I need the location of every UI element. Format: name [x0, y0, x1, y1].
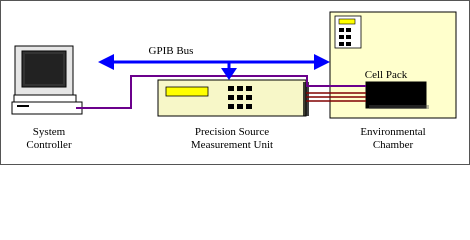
environmental-chamber-label-line-2: Chamber: [372, 139, 414, 151]
cell-pack-box: [365, 81, 427, 109]
smu-label-line-2: Measurement Unit: [190, 139, 274, 151]
smu-label-line-1: Precision Source: [194, 126, 270, 138]
chamber-keypad-icon: [334, 15, 362, 49]
controller-cable: [76, 75, 366, 109]
system-controller-label-line-1: System: [32, 126, 66, 138]
smu-display: [165, 86, 209, 97]
measurement-cables: [306, 92, 366, 102]
system-controller-label: System Controller: [14, 126, 84, 152]
gpib-bus-label: GPIB Bus: [149, 45, 194, 57]
diagram-stage: GPIB Bus Cell Pack System Controller Pre…: [0, 0, 470, 165]
cell-pack-label: Cell Pack: [365, 69, 408, 81]
gpib-bus-arrow: [98, 54, 330, 80]
keypad-icon: [228, 86, 252, 109]
environmental-chamber-label: Environmental Chamber: [338, 126, 448, 152]
environmental-chamber-label-line-1: Environmental: [360, 126, 426, 138]
system-controller-label-line-2: Controller: [26, 139, 72, 151]
source-measurement-unit: [157, 79, 309, 117]
cell-pack-shadow: [369, 105, 429, 109]
computer-icon: [11, 45, 83, 115]
test-setup-diagram: GPIB Bus Cell Pack: [0, 0, 470, 165]
smu-label: Precision Source Measurement Unit: [162, 126, 302, 152]
